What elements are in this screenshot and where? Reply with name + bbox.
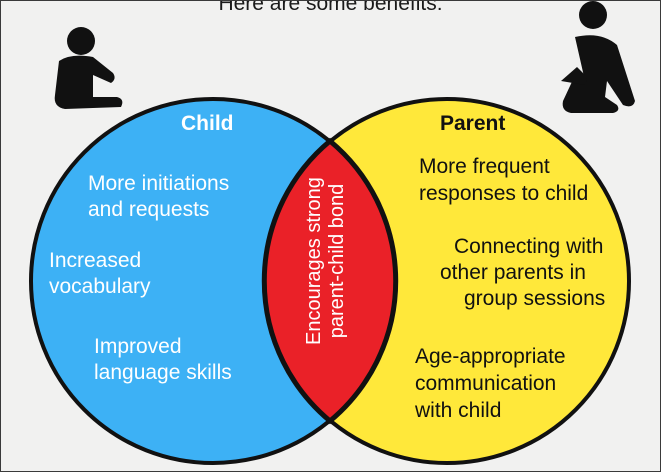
child-figure-icon xyxy=(54,27,123,109)
shared-benefit: Encourages strong parent-child bond xyxy=(303,136,349,386)
parent-heading: Parent xyxy=(440,112,506,135)
overlap-outline xyxy=(261,137,399,425)
parent-benefit-1-line-2: responses to child xyxy=(419,182,589,205)
parent-benefit-3-line-3: with child xyxy=(415,399,502,422)
child-benefit-2-line-2: vocabulary xyxy=(49,275,151,298)
child-benefit-2-line-1: Increased xyxy=(49,249,142,272)
intro-text: Here are some benefits: xyxy=(218,0,443,15)
parent-benefit-2-line-3: group sessions xyxy=(464,287,606,310)
child-heading: Child xyxy=(181,112,234,135)
overlap-region xyxy=(265,99,395,463)
parent-figure-icon xyxy=(561,1,635,114)
child-benefit-1-line-1: More initiations xyxy=(88,172,230,195)
shared-benefit-line-1: Encourages strong xyxy=(303,177,325,345)
parent-benefit-1-line-1: More frequent xyxy=(419,155,550,178)
shared-benefit-line-2: parent-child bond xyxy=(326,183,348,339)
child-benefit-3-line-2: language skills xyxy=(94,361,232,384)
parent-benefit-3-line-1: Age-appropriate xyxy=(415,345,566,368)
parent-benefit-2-line-1: Connecting with xyxy=(454,235,604,258)
parent-benefit-3-line-2: communication xyxy=(415,372,557,395)
child-benefit-3-line-1: Improved xyxy=(94,335,182,358)
parent-benefit-2-line-2: other parents in xyxy=(440,261,586,284)
child-benefit-1-line-2: and requests xyxy=(88,198,210,221)
